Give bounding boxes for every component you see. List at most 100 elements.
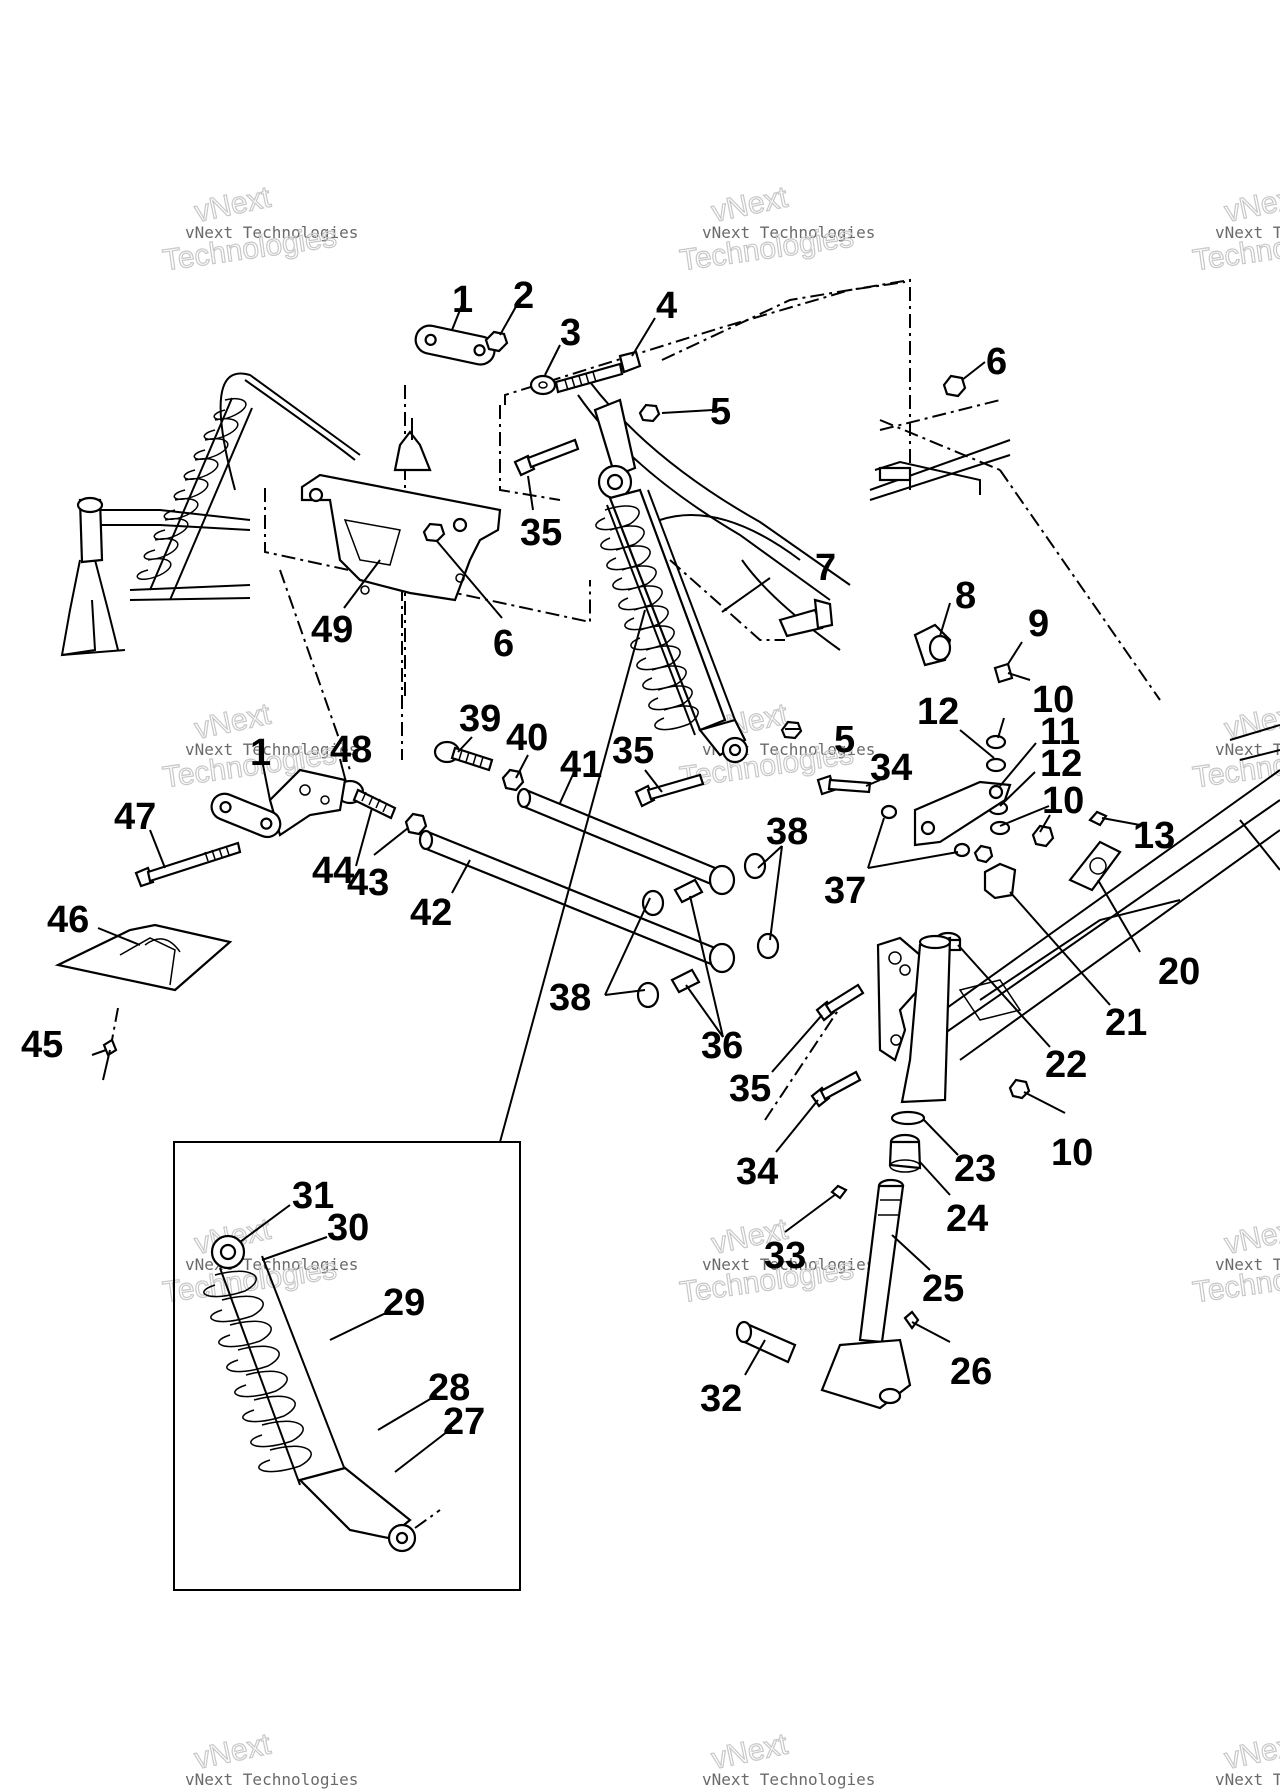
nut-40 bbox=[501, 768, 525, 792]
callout: 35 bbox=[729, 1068, 771, 1110]
callout: 43 bbox=[347, 862, 389, 904]
bushing-8 bbox=[913, 623, 952, 667]
callout: 3 bbox=[560, 312, 581, 354]
bushing-38 bbox=[641, 889, 665, 917]
callout: 6 bbox=[493, 623, 514, 665]
screw-33 bbox=[830, 1184, 848, 1200]
callout: 49 bbox=[311, 609, 353, 651]
a-arm-tubes bbox=[54, 740, 780, 1081]
watermark: vNext vNext Technologies Technologies bbox=[677, 180, 875, 278]
svg-text:vNext Technologies: vNext Technologies bbox=[185, 1770, 358, 1789]
spindle-25 bbox=[820, 1178, 912, 1410]
callout: 41 bbox=[560, 744, 602, 786]
main-shock-absorber bbox=[593, 398, 749, 764]
washer-12 bbox=[985, 734, 1007, 750]
washer-37 bbox=[880, 804, 898, 820]
bushing-24 bbox=[888, 1133, 922, 1173]
svg-text:vNext Technologies: vNext Technologies bbox=[1215, 223, 1280, 242]
callout: 5 bbox=[710, 391, 731, 433]
svg-text:vNext: vNext bbox=[709, 181, 792, 229]
bumper-block-20 bbox=[1068, 840, 1122, 892]
watermark: vNext vNext Technologies bbox=[1215, 1727, 1280, 1789]
callout: 5 bbox=[834, 719, 855, 761]
callout: 1 bbox=[250, 732, 271, 774]
callout: 12 bbox=[1040, 743, 1082, 785]
callout: 9 bbox=[1028, 603, 1049, 645]
svg-text:vNext: vNext bbox=[1222, 1213, 1280, 1261]
bushing-38 bbox=[756, 932, 780, 960]
nut-10 bbox=[1031, 824, 1055, 848]
bolt-35 bbox=[513, 438, 580, 477]
bushing-38 bbox=[743, 852, 767, 880]
svg-text:vNext: vNext bbox=[709, 1728, 792, 1776]
callout: 35 bbox=[612, 730, 654, 772]
link-plate-1 bbox=[210, 792, 282, 839]
hardware-top bbox=[414, 324, 1122, 952]
callout: 29 bbox=[383, 1282, 425, 1324]
watermark: vNext vNext Technologies Technologies bbox=[1190, 1212, 1280, 1310]
callout: 47 bbox=[114, 796, 156, 838]
callout: 22 bbox=[1045, 1044, 1087, 1086]
spacer-36 bbox=[670, 878, 704, 994]
callout: 31 bbox=[292, 1175, 334, 1217]
tube-32 bbox=[735, 1320, 797, 1364]
callout: 7 bbox=[815, 547, 836, 589]
upper-mount-bracket bbox=[300, 418, 502, 602]
spindle-assembly bbox=[634, 724, 1280, 1410]
callout: 13 bbox=[1133, 815, 1175, 857]
svg-text:vNext: vNext bbox=[1222, 1728, 1280, 1776]
bolt-47 bbox=[134, 841, 242, 888]
callout: 33 bbox=[764, 1235, 806, 1277]
svg-text:vNext Technologies: vNext Technologies bbox=[1215, 1255, 1280, 1274]
left-shock-spring bbox=[136, 397, 253, 601]
washer-37 bbox=[953, 842, 971, 858]
callout: 34 bbox=[736, 1151, 778, 1193]
lower-mount-bracket-48 bbox=[268, 768, 347, 837]
bolt-35 bbox=[815, 983, 865, 1022]
bolt-4 bbox=[554, 350, 642, 394]
callout: 36 bbox=[701, 1025, 743, 1067]
bushing-38 bbox=[636, 981, 660, 1009]
nut-2 bbox=[484, 330, 509, 353]
svg-text:vNext Technologies: vNext Technologies bbox=[1215, 1770, 1280, 1789]
callout: 25 bbox=[922, 1268, 964, 1310]
svg-text:vNext Technologies: vNext Technologies bbox=[702, 1770, 875, 1789]
callout: 40 bbox=[506, 717, 548, 759]
callout-labels: 1 2 3 4 5 6 35 49 6 7 8 9 10 12 11 12 10… bbox=[21, 275, 1200, 1443]
callout: 2 bbox=[513, 275, 534, 317]
callout: 35 bbox=[520, 512, 562, 554]
callout: 46 bbox=[47, 899, 89, 941]
callout: 44 bbox=[312, 850, 354, 892]
callout: 4 bbox=[656, 285, 677, 327]
left-suspension-assembly bbox=[60, 372, 502, 657]
svg-text:vNext Technologies: vNext Technologies bbox=[185, 223, 358, 242]
bolt-9 bbox=[993, 662, 1031, 684]
tube-42 bbox=[418, 829, 736, 974]
washer-3 bbox=[529, 374, 557, 396]
rod-end-44 bbox=[335, 779, 397, 820]
callout: 10 bbox=[1042, 780, 1084, 822]
callout: 45 bbox=[21, 1024, 63, 1066]
callout: 27 bbox=[443, 1401, 485, 1443]
svg-text:vNext: vNext bbox=[192, 181, 275, 229]
rod-end-39 bbox=[433, 740, 494, 772]
pivot-bolt-7 bbox=[778, 598, 834, 638]
callout: 42 bbox=[410, 892, 452, 934]
svg-text:vNext Technologies: vNext Technologies bbox=[185, 740, 358, 759]
watermark: vNext vNext Technologies Technologies bbox=[160, 180, 358, 278]
tube-41 bbox=[516, 787, 736, 896]
callout: 38 bbox=[549, 977, 591, 1019]
shock-detail-inset bbox=[173, 609, 646, 1591]
callout: 11 bbox=[1040, 711, 1080, 753]
nut-43 bbox=[404, 812, 428, 836]
callout: 24 bbox=[946, 1198, 988, 1240]
callout: 30 bbox=[327, 1207, 369, 1249]
grease-fitting-26 bbox=[903, 1310, 920, 1330]
callout: 10 bbox=[1032, 679, 1074, 721]
nut-6 bbox=[942, 374, 967, 398]
o-ring-23 bbox=[890, 1110, 926, 1126]
nut-5 bbox=[638, 403, 661, 423]
callout: 10 bbox=[1051, 1132, 1093, 1174]
pivot-arm-11 bbox=[913, 780, 1012, 847]
frame-outline bbox=[264, 278, 1161, 1121]
